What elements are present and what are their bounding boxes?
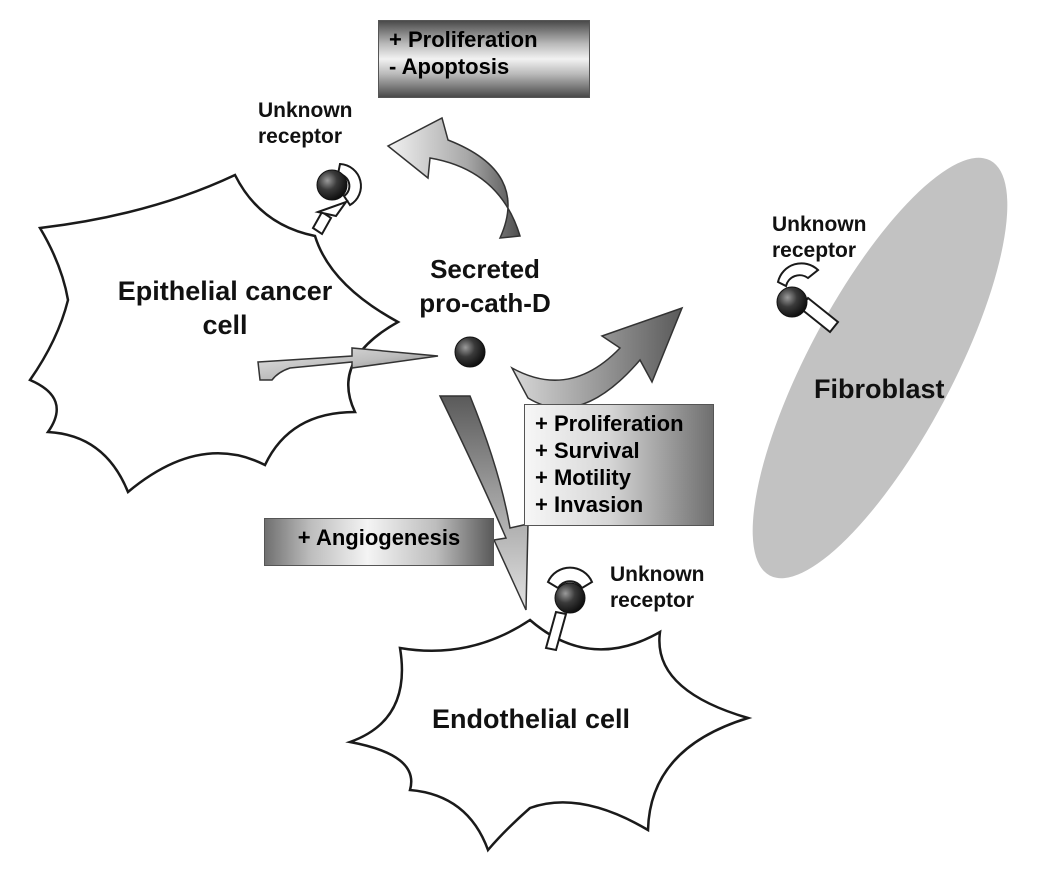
secreted-line1: Secreted xyxy=(430,254,540,284)
epithelial-receptor-label: Unknown receptor xyxy=(258,98,353,150)
endothelial-cell-label: Endothelial cell xyxy=(432,704,631,734)
paracrine-endothelial-arrow xyxy=(438,395,529,611)
epithelial-cell-shape xyxy=(28,173,401,495)
epithelial-receptor-line1: Unknown xyxy=(258,99,353,122)
fibroblast-effect-4: + Invasion xyxy=(535,492,644,517)
epithelial-receptor-line2: receptor xyxy=(258,125,343,148)
autocrine-arrow xyxy=(386,116,521,239)
endothelial-receptor-line1: Unknown xyxy=(610,563,705,586)
paracrine-fibroblast-arrow xyxy=(510,306,684,409)
fibroblast-effect-2: + Survival xyxy=(535,438,640,463)
autocrine-effect-1: + Proliferation xyxy=(389,27,538,52)
fibroblast-receptor-line1: Unknown xyxy=(772,213,867,236)
epithelial-label-line2: cell xyxy=(202,310,248,340)
epithelial-cell-label: Epithelial cancer cell xyxy=(100,274,350,342)
epithelial-receptor xyxy=(311,162,362,236)
epithelial-label-line1: Epithelial cancer xyxy=(117,276,333,306)
endothelial-effect-1: + Angiogenesis xyxy=(297,525,461,550)
endothelial-receptor-label: Unknown receptor xyxy=(610,562,705,614)
fibroblast-effect-1: + Proliferation xyxy=(535,411,684,436)
fibroblast-receptor xyxy=(776,262,840,334)
fibroblast-cell-shape xyxy=(752,157,1008,579)
endothelial-receptor xyxy=(544,566,594,652)
fibroblast-effects-box: + Proliferation + Survival + Motility + … xyxy=(524,404,714,526)
fibroblast-receptor-label: Unknown receptor xyxy=(772,212,867,264)
fibroblast-label: Fibroblast xyxy=(814,374,945,404)
secretion-arrow xyxy=(257,347,439,381)
endothelial-receptor-line2: receptor xyxy=(610,589,695,612)
endothelial-cell-shape xyxy=(345,618,753,853)
endothelial-effects-box: + Angiogenesis xyxy=(264,518,494,566)
autocrine-effect-2: - Apoptosis xyxy=(389,54,510,79)
fibroblast-effect-3: + Motility xyxy=(535,465,631,490)
secreted-line2: pro-cath-D xyxy=(419,288,551,318)
pro-cath-d-ligand xyxy=(454,336,486,368)
secreted-pro-cath-d-label: Secreted pro-cath-D xyxy=(400,252,570,320)
autocrine-effects-box: + Proliferation - Apoptosis xyxy=(378,20,590,98)
fibroblast-receptor-line2: receptor xyxy=(772,239,857,262)
